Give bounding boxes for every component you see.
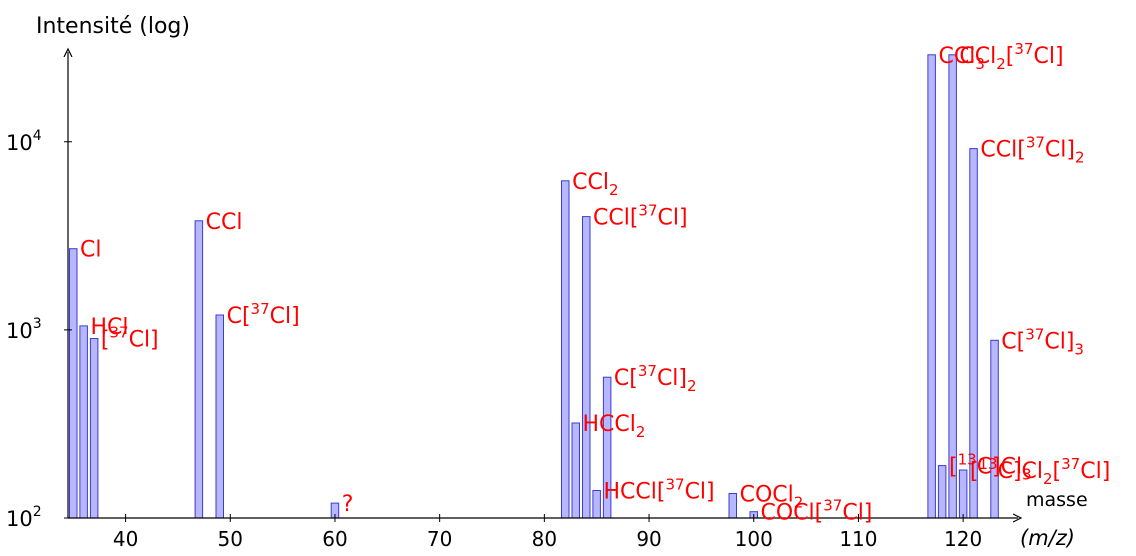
y-tick-label: 103 (6, 316, 42, 343)
bar-m117 (927, 54, 936, 519)
peak-label-0: Cl (80, 238, 101, 263)
axes-layer (68, 52, 1018, 518)
bar-m35 (69, 248, 78, 519)
bar-m37 (89, 338, 99, 519)
x-tick-label: 100 (735, 527, 773, 551)
peak-label-12: COCl[37Cl] (761, 497, 873, 526)
peak-label-10: HCCl[37Cl] (604, 476, 715, 505)
y-tick-label: 104 (6, 128, 42, 155)
peak-label-6: CCl2 (572, 170, 618, 199)
peak-label-15: CCl[37Cl]2 (980, 134, 1084, 167)
bar-m118 (937, 465, 947, 519)
bar-m82 (561, 180, 570, 519)
peak-label-1: HCl (91, 315, 129, 340)
x-tick-label: 90 (636, 527, 661, 551)
x-tick-label: 80 (532, 527, 557, 551)
x-tick-label: 60 (322, 527, 347, 551)
peak-label-11: COCl2 (740, 483, 804, 512)
peak-label-16: C[37Cl]3 (1001, 325, 1084, 358)
ticks-layer: 40 50 60 70 80 90 100 110 120 102 103 104 (6, 128, 982, 551)
peak-label-2: [37Cl] (101, 324, 159, 353)
peak-label-14: CCl2[37Cl] (959, 40, 1063, 73)
peak-label-5: ? (342, 492, 354, 517)
x-axis-title: masse (1026, 489, 1088, 511)
bar-m85 (592, 490, 601, 519)
peak-label-3: CCl (206, 210, 243, 235)
bar-m84 (582, 216, 591, 519)
peak-label-17: [13C]Cl3 (949, 451, 1032, 484)
peak-label-4: C[37Cl] (227, 300, 300, 329)
bar-m47 (194, 220, 204, 519)
bars-layer (69, 54, 999, 519)
y-axis-title: Intensité (log) (36, 14, 190, 39)
bar-m98 (728, 493, 737, 519)
x-axis-unit: (m/z) (1020, 526, 1075, 550)
x-tick-label: 110 (839, 527, 877, 551)
peak-label-13: CCl3 (939, 44, 985, 73)
bar-m49 (215, 314, 224, 519)
bar-m123 (990, 339, 999, 519)
y-tick-label: 102 (6, 504, 42, 531)
bar-m119 (948, 54, 957, 519)
x-tick-label: 40 (113, 527, 138, 551)
peak-label-8: C[37Cl]2 (614, 362, 697, 395)
bar-m120 (958, 469, 968, 519)
x-tick-label: 50 (218, 527, 243, 551)
x-tick-label: 120 (944, 527, 982, 551)
bar-m36 (79, 325, 88, 519)
peak-label-18: [13C]Cl2[37Cl] (970, 455, 1110, 488)
peak-label-9: HCCl2 (583, 412, 646, 441)
bar-m83 (571, 422, 580, 519)
peak-label-7: CCl[37Cl] (593, 202, 688, 231)
x-tick-label: 70 (427, 527, 452, 551)
